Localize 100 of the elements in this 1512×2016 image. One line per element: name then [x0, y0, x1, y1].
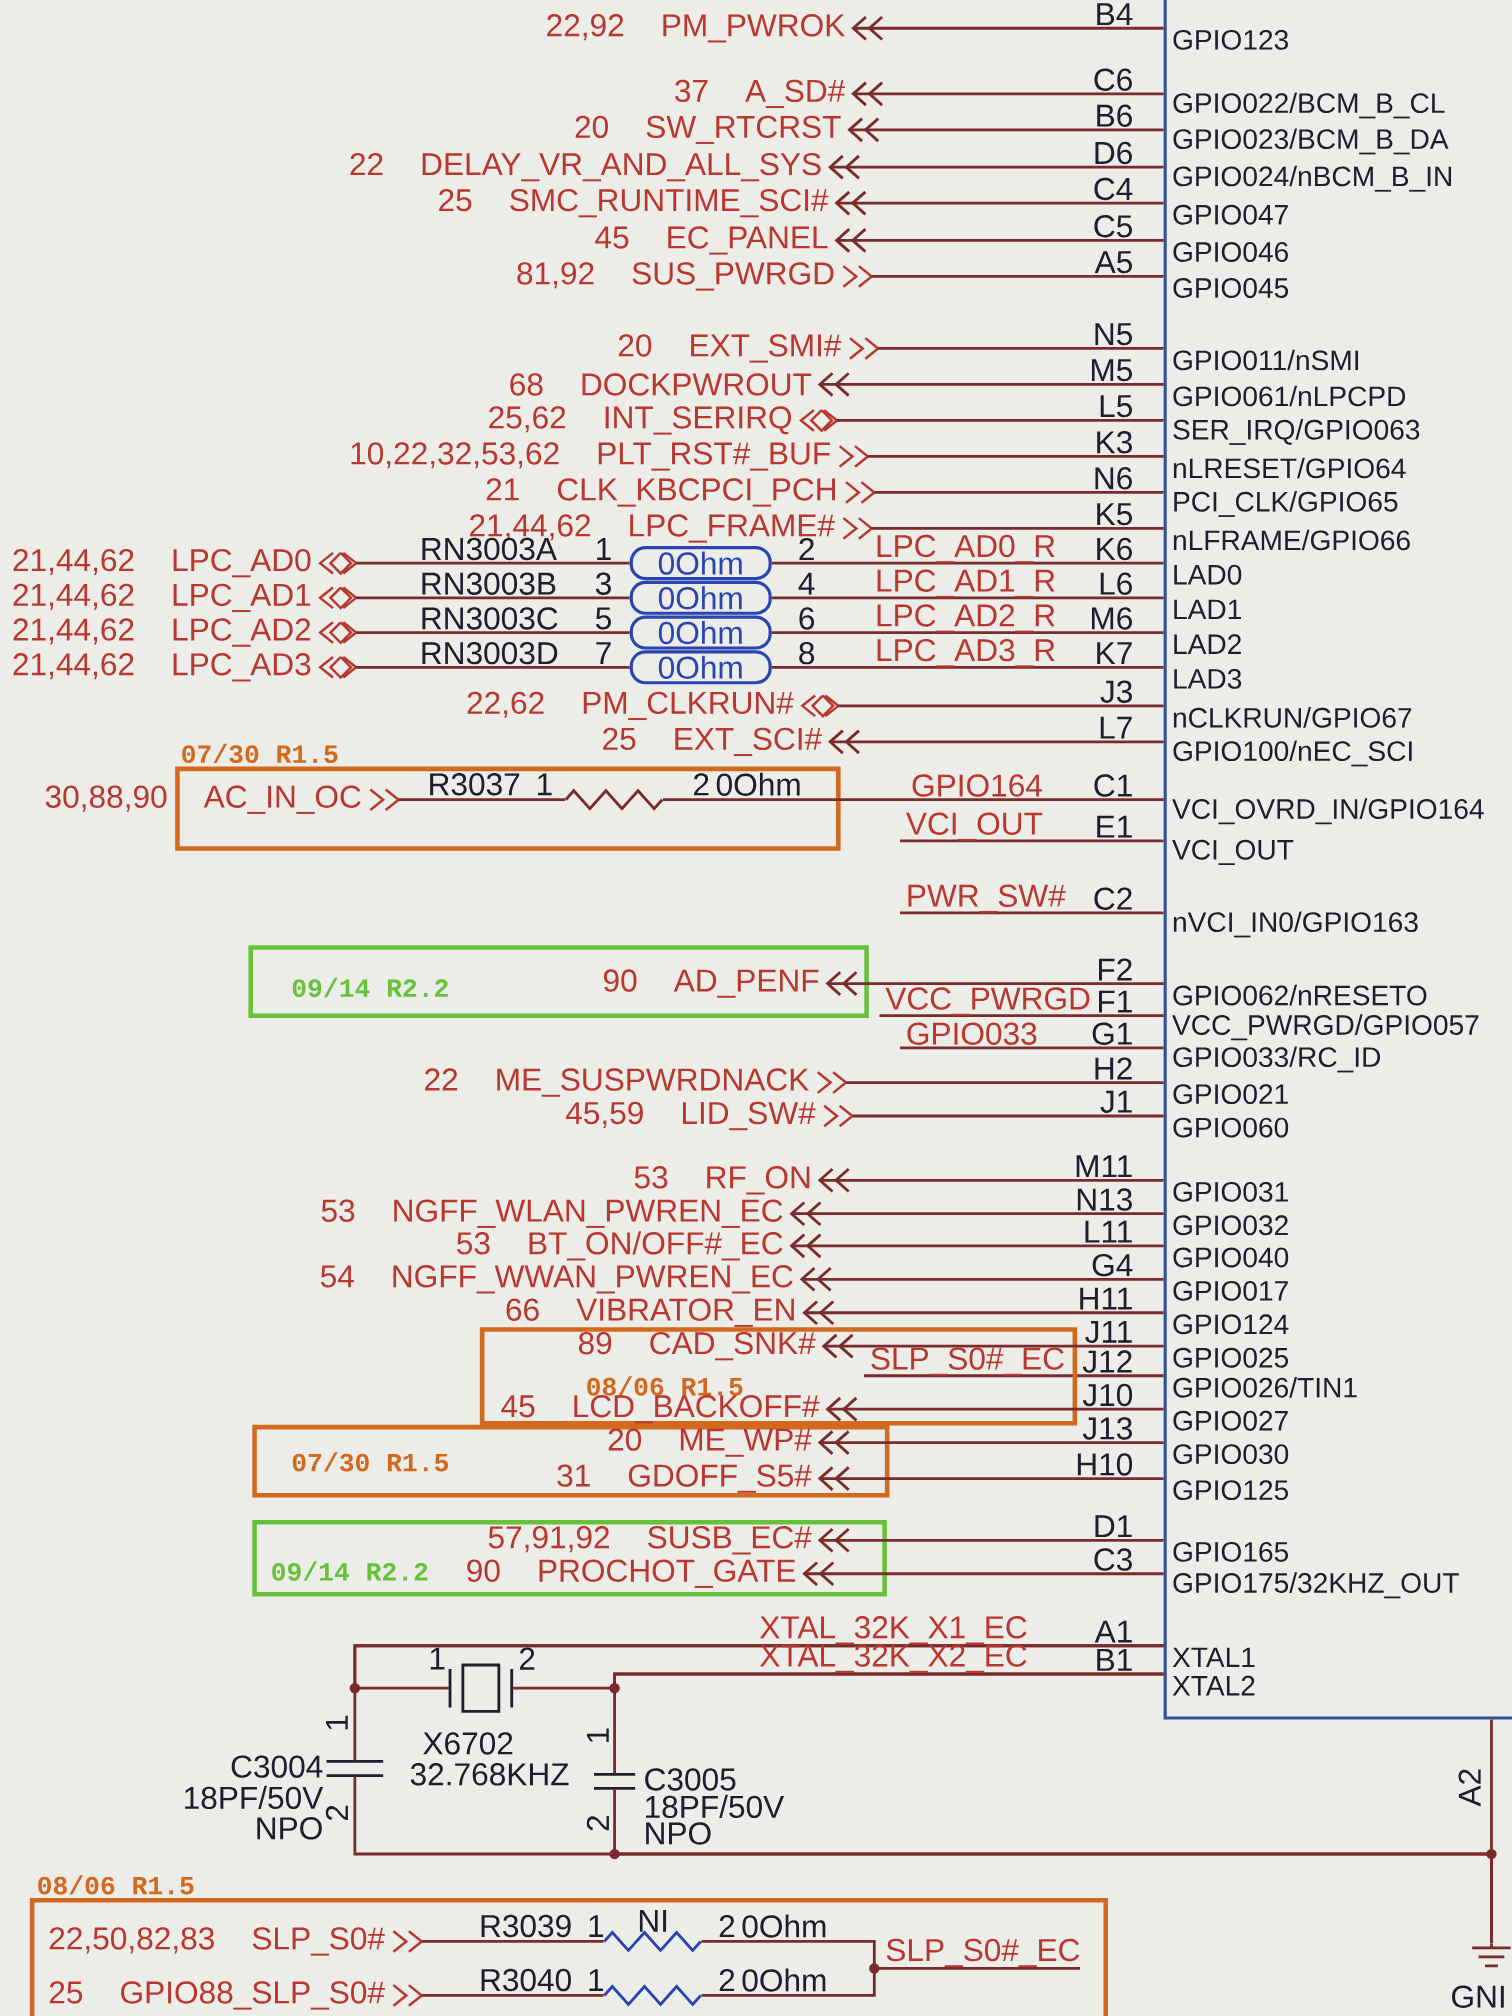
off-page-connector: 20 ME_WP# — [608, 1428, 812, 1457]
off-page-connector: 21,44,62 LPC_AD3 — [13, 653, 359, 682]
wire — [356, 596, 630, 600]
pin-number: C1 — [1094, 774, 1132, 797]
pin-number: D6 — [1095, 141, 1132, 165]
off-page-connector: 90 AD_PENF — [604, 969, 819, 998]
pin-number: H11 — [1080, 1287, 1132, 1310]
pin-number: J12 — [1082, 1350, 1132, 1373]
pin-number: C5 — [1094, 215, 1132, 238]
pin-name: nLFRAME/GPIO66 — [1173, 529, 1410, 551]
pin-number: 1 — [430, 1647, 445, 1670]
wire — [834, 190, 1164, 216]
pin-number: C4 — [1094, 177, 1133, 201]
pin-number: H10 — [1077, 1453, 1133, 1476]
wire — [398, 798, 566, 802]
off-page-connector: 31 GDOFF_S5# — [557, 1464, 812, 1493]
pin-name: XTAL2 — [1172, 1675, 1255, 1696]
wire — [1490, 1719, 1493, 1944]
capacitor-symbol — [325, 1760, 385, 1777]
pin-name: GPIO047 — [1173, 204, 1288, 225]
pin-name: GPIO032 — [1173, 1215, 1288, 1236]
part-designator: RN3003C — [422, 607, 558, 630]
net-label: PWR_SW# — [908, 884, 1066, 913]
net-label: VCI_OUT — [906, 812, 1043, 841]
resistor-symbol — [603, 1930, 702, 1953]
pin-number: 1 — [587, 1728, 609, 1743]
wire — [817, 1466, 1164, 1491]
net-label: GPIO033 — [907, 1022, 1037, 1045]
off-page-connector: 20 SW_RTCRST — [575, 115, 841, 145]
pin-number: 1 — [589, 1915, 604, 1937]
pin-name: GPIO125 — [1173, 1480, 1289, 1501]
wire — [799, 1267, 1164, 1292]
pin-number: L6 — [1100, 572, 1132, 595]
pin-number: 1 — [326, 1715, 348, 1730]
wire — [356, 631, 630, 634]
pin-number: B6 — [1097, 104, 1132, 127]
pin-name: XTAL1 — [1172, 1647, 1255, 1667]
pin-number: 5 — [596, 607, 611, 630]
edge-label: LPC_AD1_R — [877, 569, 1055, 598]
pin-number: C6 — [1094, 68, 1132, 91]
off-page-connector: 21 CLK_KBCPCI_PCH — [486, 478, 877, 507]
pin-number: 1 — [589, 1969, 604, 1991]
pin-number: J10 — [1082, 1383, 1133, 1407]
net-label: VCC_PWRGD — [885, 987, 1090, 1016]
pin-number: A5 — [1094, 251, 1132, 274]
pin-name: GPIO165 — [1173, 1541, 1289, 1562]
pin-name: LAD3 — [1174, 668, 1242, 689]
part-designator: R3039 — [481, 1914, 571, 1938]
component-value: NPO — [646, 1822, 711, 1845]
wire — [662, 798, 1164, 802]
pin-number: D1 — [1095, 1515, 1132, 1538]
wire — [828, 729, 1164, 755]
pin-name: GPIO011/nSMI — [1173, 349, 1358, 371]
off-page-connector: 68 DOCKPWROUT — [510, 373, 812, 396]
pin-number: F2 — [1099, 958, 1132, 981]
pin-number: 8 — [799, 641, 815, 665]
pin-name: GPIO021 — [1173, 1084, 1288, 1105]
wire — [825, 1396, 1164, 1422]
part-designator: R3040 — [481, 1968, 571, 1992]
part-designator: RN3003B — [422, 572, 556, 595]
wire — [871, 527, 1164, 530]
component-value: NPO — [257, 1817, 322, 1840]
capacitor-symbol — [592, 1772, 637, 1790]
pin-name: LAD2 — [1174, 634, 1241, 654]
pin-name: GPIO026/TIN1 — [1173, 1376, 1357, 1398]
edge-label: XTAL_32K_X2_EC — [760, 1644, 1027, 1673]
wire — [817, 372, 1164, 397]
wire — [789, 1201, 1164, 1226]
pin-name: PCI_CLK/GPIO65 — [1174, 491, 1398, 517]
pin-number: N6 — [1095, 467, 1132, 490]
ground-symbol — [1470, 1942, 1512, 1968]
pin-name: GPIO025 — [1173, 1347, 1289, 1368]
pin-number: K7 — [1097, 642, 1132, 664]
pin-name: GPIO045 — [1173, 278, 1289, 298]
wire — [847, 117, 1164, 143]
wire — [421, 1994, 604, 1997]
edge-label: GPIO164 — [912, 774, 1042, 797]
component-value: 32.768KHZ — [410, 1763, 569, 1786]
pin-number: J13 — [1082, 1417, 1132, 1440]
pin-name: GPIO031 — [1173, 1181, 1288, 1202]
off-page-connector: 90 PROCHOT_GATE — [467, 1559, 796, 1588]
wire — [851, 81, 1164, 107]
component-value: 0Ohm — [742, 1914, 826, 1938]
pin-name: SER_IRQ/GPIO063 — [1173, 419, 1420, 445]
pin-name: GPIO123 — [1173, 29, 1288, 50]
pin-name: GPIO033/RC_ID — [1173, 1046, 1381, 1073]
pin-number: 2 — [719, 1914, 735, 1938]
pin-name: GPIO027 — [1173, 1410, 1288, 1431]
pin-number: F1 — [1099, 990, 1132, 1013]
pin-name: GPIO023/BCM_B_DA — [1173, 128, 1449, 155]
pin-number: 3 — [595, 572, 611, 595]
wire — [837, 419, 1164, 422]
wire — [771, 561, 1164, 565]
pin-number: K5 — [1097, 503, 1132, 526]
pin-name: VCC_PWRGD/GPIO057 — [1172, 1014, 1479, 1041]
off-page-connector: 89 CAD_SNK# — [578, 1331, 816, 1361]
pin-number: J1 — [1100, 1090, 1132, 1113]
pin-number: M11 — [1076, 1155, 1132, 1178]
wire — [874, 491, 1164, 494]
pin-number: L5 — [1100, 395, 1132, 418]
